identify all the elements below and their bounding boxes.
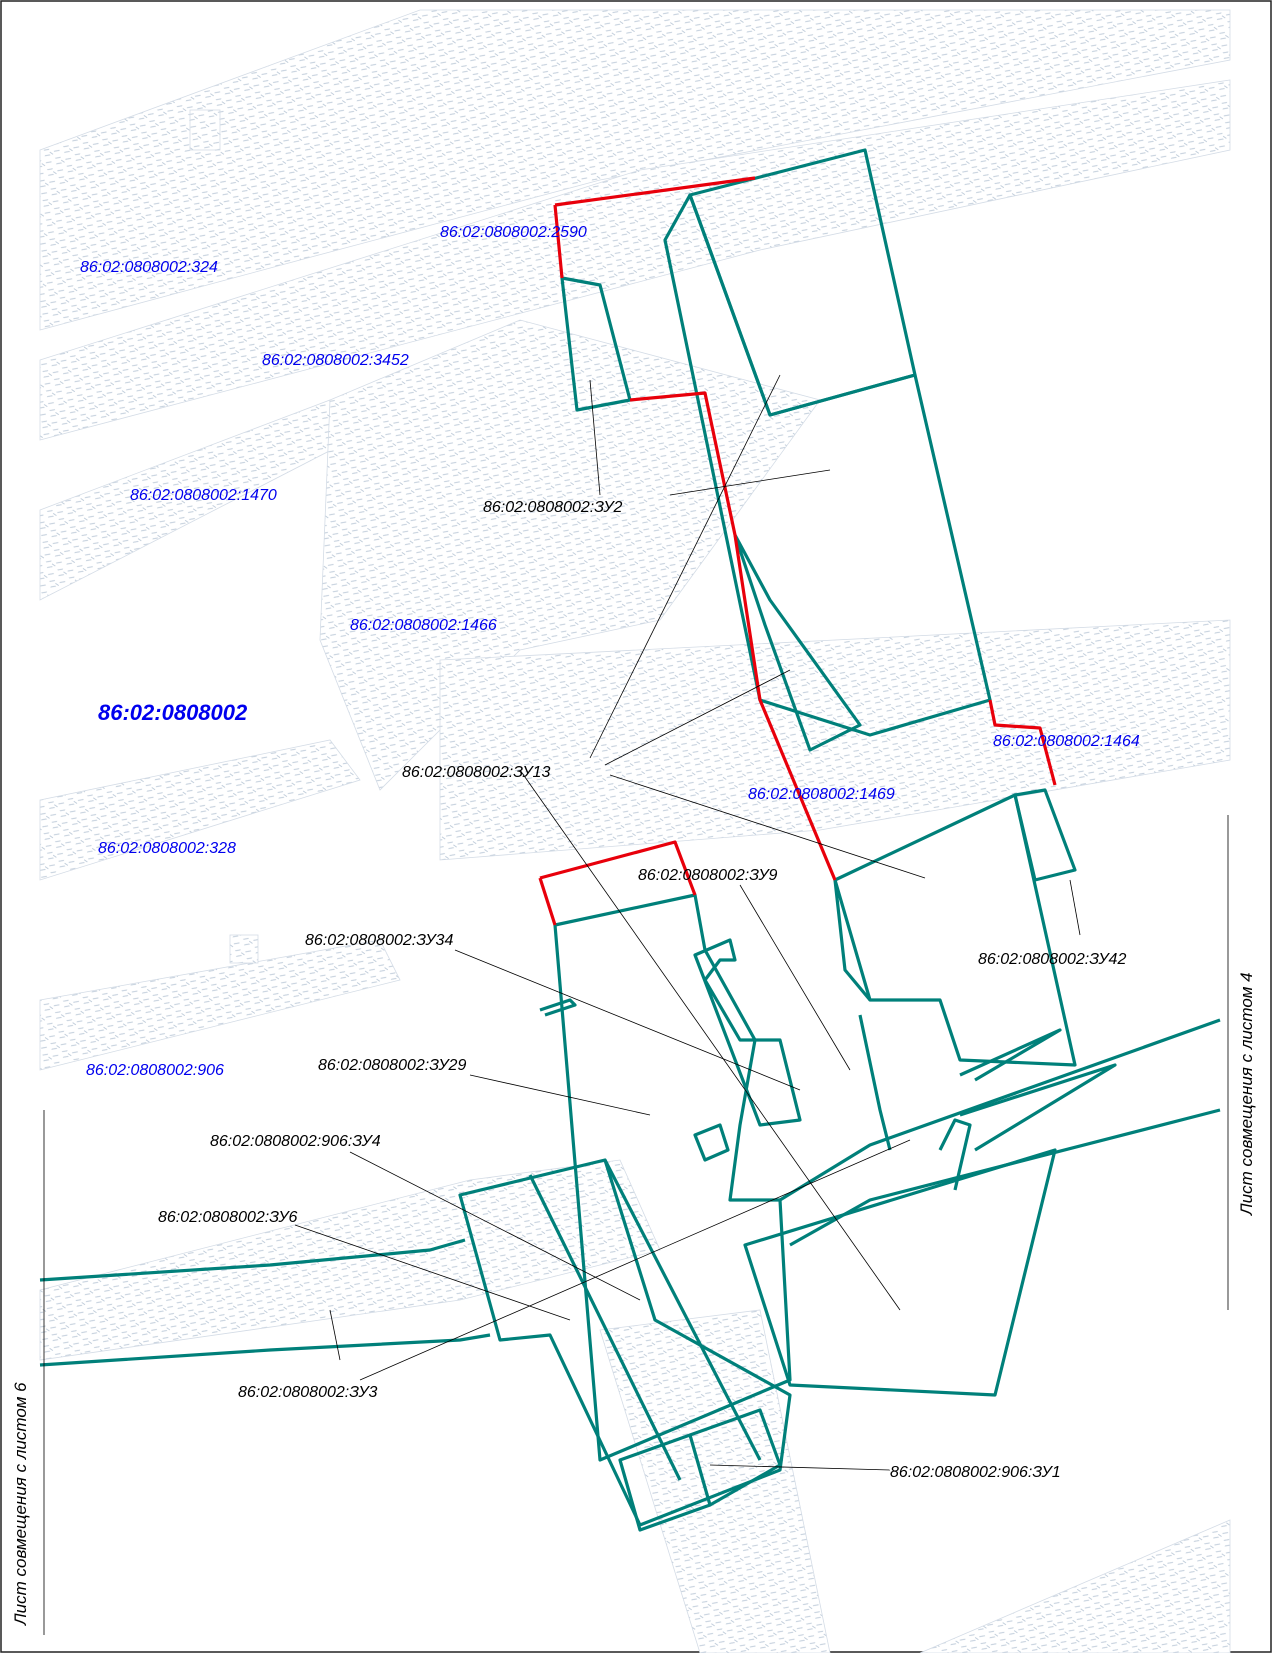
leader-zu2-b — [669, 469, 831, 496]
label-new-zu42: 86:02:0808002:ЗУ42 — [978, 951, 1126, 968]
label-existing-324: 86:02:0808002:324 — [80, 259, 218, 276]
leader-zu13-b — [604, 669, 791, 766]
hatch-band-left-mid — [39, 739, 361, 881]
leader-zu13-d — [519, 769, 901, 1311]
leader-zu3-a — [329, 1309, 341, 1361]
hatch-band-left-low — [39, 939, 401, 1071]
road-east-lower — [789, 1108, 1221, 1247]
parcel-small-square — [693, 1123, 730, 1162]
parcel-south-east — [743, 1148, 1057, 1397]
label-existing-1466: 86:02:0808002:1466 — [350, 617, 497, 634]
label-new-zu34: 86:02:0808002:ЗУ34 — [305, 932, 453, 949]
red-line-north-left — [553, 204, 564, 279]
leader-zu4 — [349, 1151, 641, 1301]
hatch-band-top-2 — [39, 79, 1231, 441]
leader-zu42 — [1069, 879, 1081, 936]
red-line-step — [629, 391, 837, 881]
label-new-906-zu1: 86:02:0808002:906:ЗУ1 — [890, 1464, 1061, 1481]
hatch-small-square — [229, 934, 259, 964]
road-west-upper — [39, 1238, 466, 1282]
hatch-road-left — [39, 1159, 661, 1361]
road-east-upper — [779, 1018, 1221, 1202]
sheet-link-right: Лист совмещения с листом 4 — [1237, 972, 1256, 1216]
red-line-east-step — [988, 699, 1057, 786]
parcel-north-wedge — [733, 534, 862, 752]
parcel-east-block — [833, 793, 1077, 1067]
label-existing-3452: 86:02:0808002:3452 — [262, 352, 409, 369]
quarter-label: 86:02:0808002 — [98, 700, 248, 725]
red-line-zu9-left — [538, 877, 557, 926]
hatch-band-top — [39, 9, 1231, 331]
label-new-zu9: 86:02:0808002:ЗУ9 — [638, 867, 778, 884]
parcel-zu9 — [553, 893, 792, 1462]
road-east-small — [959, 1028, 1062, 1082]
parcel-boundaries — [39, 148, 1221, 1532]
label-existing-328: 86:02:0808002:328 — [98, 840, 236, 857]
parcel-north-strip — [663, 193, 992, 737]
red-line-north — [554, 176, 756, 207]
leader-zu2-a — [589, 379, 601, 496]
hatch-band-bottom-right — [919, 1519, 1231, 1654]
parcel-zu29-main — [458, 1158, 792, 1527]
label-new-zu2: 86:02:0808002:ЗУ2 — [483, 499, 623, 516]
leader-zu3-b — [359, 1139, 911, 1381]
leader-zu29 — [469, 1074, 651, 1116]
label-existing-2590: 86:02:0808002:2590 — [440, 224, 587, 241]
sheet-link-left: Лист совмещения с листом 6 — [11, 1382, 30, 1626]
red-line-zu9-top — [539, 840, 697, 896]
red-boundaries — [538, 176, 1057, 926]
leader-lines — [43, 374, 1229, 1635]
road-west-lower — [39, 1333, 491, 1367]
hatched-areas — [39, 9, 1231, 1654]
label-existing-1470: 86:02:0808002:1470 — [130, 487, 277, 504]
label-existing-1469: 86:02:0808002:1469 — [748, 786, 895, 803]
leader-zu13-a — [589, 374, 781, 759]
leader-zu13-c — [609, 774, 926, 879]
labels: 86:02:0808002 86:02:0808002:324 86:02:08… — [11, 224, 1256, 1626]
label-existing-906: 86:02:0808002:906 — [86, 1062, 224, 1079]
label-new-zu6: 86:02:0808002:ЗУ6 — [158, 1209, 298, 1226]
leader-zu1 — [709, 1464, 891, 1471]
road-east-diagonal — [959, 1063, 1117, 1152]
label-new-zu3: 86:02:0808002:ЗУ3 — [238, 1384, 378, 1401]
parcel-link-zu9 — [833, 879, 872, 1002]
parcel-zu9-inner — [693, 938, 802, 1127]
parcel-link-mid — [938, 1118, 972, 1191]
label-existing-1464: 86:02:0808002:1464 — [993, 733, 1140, 750]
leader-zu9 — [739, 884, 851, 1071]
hatch-small-notch — [189, 109, 221, 151]
hatch-band-mid — [439, 619, 1231, 861]
label-new-906-zu4: 86:02:0808002:906:ЗУ4 — [210, 1133, 381, 1150]
label-new-zu13: 86:02:0808002:ЗУ13 — [402, 764, 550, 781]
leader-zu34 — [454, 949, 801, 1091]
parcel-zu1-strip — [689, 1408, 782, 1507]
parcel-zu1-divider — [603, 1159, 762, 1461]
parcel-link-vert — [858, 1014, 892, 1151]
label-new-zu29: 86:02:0808002:ЗУ29 — [318, 1057, 466, 1074]
parcel-zu4-divider — [528, 1174, 682, 1481]
leader-zu6 — [294, 1224, 571, 1321]
hatch-road-bottom — [599, 1309, 831, 1654]
parcel-stub-left — [539, 998, 577, 1017]
